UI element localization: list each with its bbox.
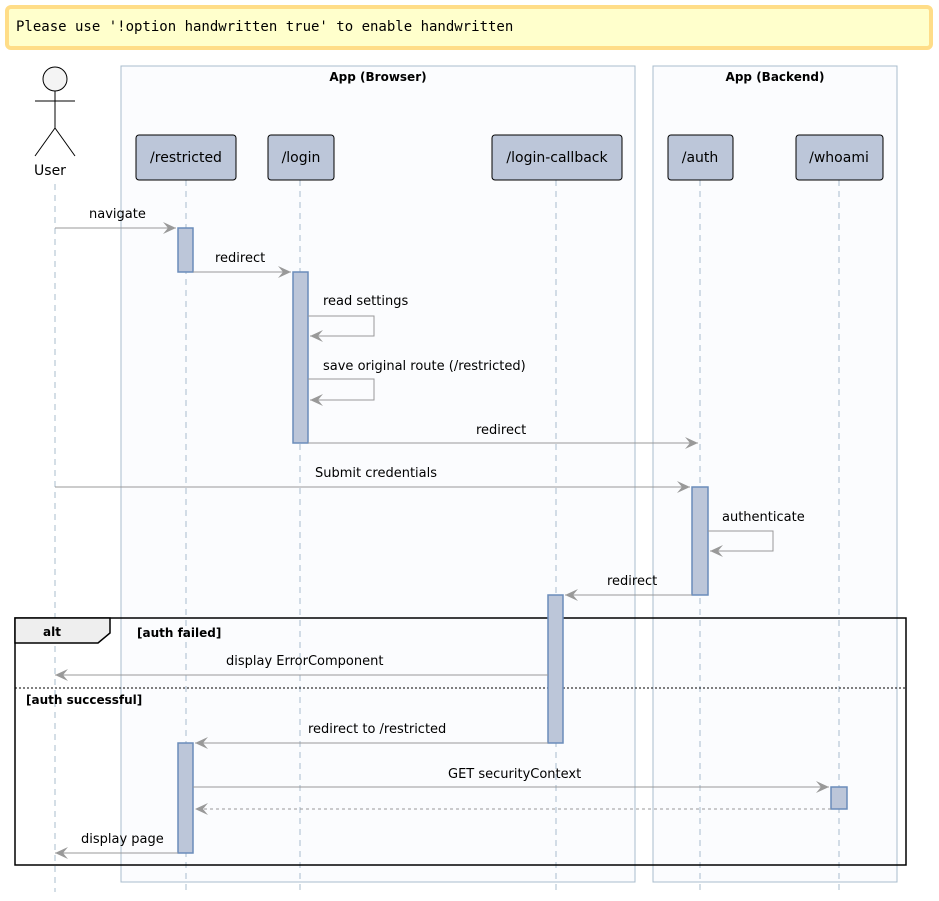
activation-restricted-1: [177, 227, 194, 273]
activation-whoami: [830, 786, 848, 810]
message-label: redirect: [476, 423, 526, 438]
participant-auth: /auth: [667, 134, 734, 181]
participant-login-callback: /login-callback: [491, 134, 623, 181]
guard-auth-failed: [auth failed]: [137, 626, 221, 640]
message-label: redirect: [215, 251, 265, 266]
activation-login-callback: [547, 594, 564, 744]
activation-restricted-2: [177, 742, 194, 854]
message-label: redirect to /restricted: [308, 722, 446, 737]
messages: [55, 222, 831, 859]
message-label: Submit credentials: [315, 466, 437, 481]
handwritten-notice: Please use '!option handwritten true' to…: [5, 5, 933, 50]
message-arrow-read-settings: [308, 315, 375, 342]
alt-fragment: alt [auth failed] [auth successful]: [14, 617, 907, 866]
alt-keyword-tab: [14, 617, 111, 644]
message-label: display page: [81, 832, 164, 847]
box-title-backend: App (Backend): [726, 70, 825, 84]
actor-user-label: User: [34, 163, 66, 179]
message-label: redirect: [607, 574, 657, 589]
message-label: GET securityContext: [448, 767, 581, 782]
message-label: display ErrorComponent: [226, 654, 383, 669]
participant-restricted: /restricted: [135, 134, 237, 181]
participant-login-label: /login: [282, 150, 321, 166]
participant-restricted-label: /restricted: [150, 150, 222, 166]
activations: [177, 227, 848, 854]
participant-whoami-label: /whoami: [809, 150, 869, 166]
message-labels: navigate redirect read settings save ori…: [81, 207, 805, 847]
message-arrow-save-route: [308, 378, 375, 406]
participant-auth-label: /auth: [682, 150, 719, 166]
message-label: authenticate: [722, 510, 805, 525]
box-title-browser: App (Browser): [329, 70, 426, 84]
participant-login-callback-label: /login-callback: [506, 150, 608, 166]
actor-user: [34, 66, 76, 157]
guard-auth-successful: [auth successful]: [26, 693, 142, 707]
activation-auth: [691, 486, 709, 596]
actor-head: [42, 66, 68, 92]
message-label: save original route (/restricted): [323, 359, 526, 374]
activation-login: [292, 271, 309, 444]
message-arrow-authenticate: [708, 530, 774, 557]
box-app-backend: App (Backend): [652, 65, 898, 883]
message-label: read settings: [323, 294, 408, 309]
notice-text: Please use '!option handwritten true' to…: [16, 19, 513, 35]
message-label: navigate: [89, 207, 146, 222]
participant-login: /login: [267, 134, 335, 181]
alt-keyword: alt: [43, 625, 61, 639]
participant-whoami: /whoami: [795, 134, 884, 181]
